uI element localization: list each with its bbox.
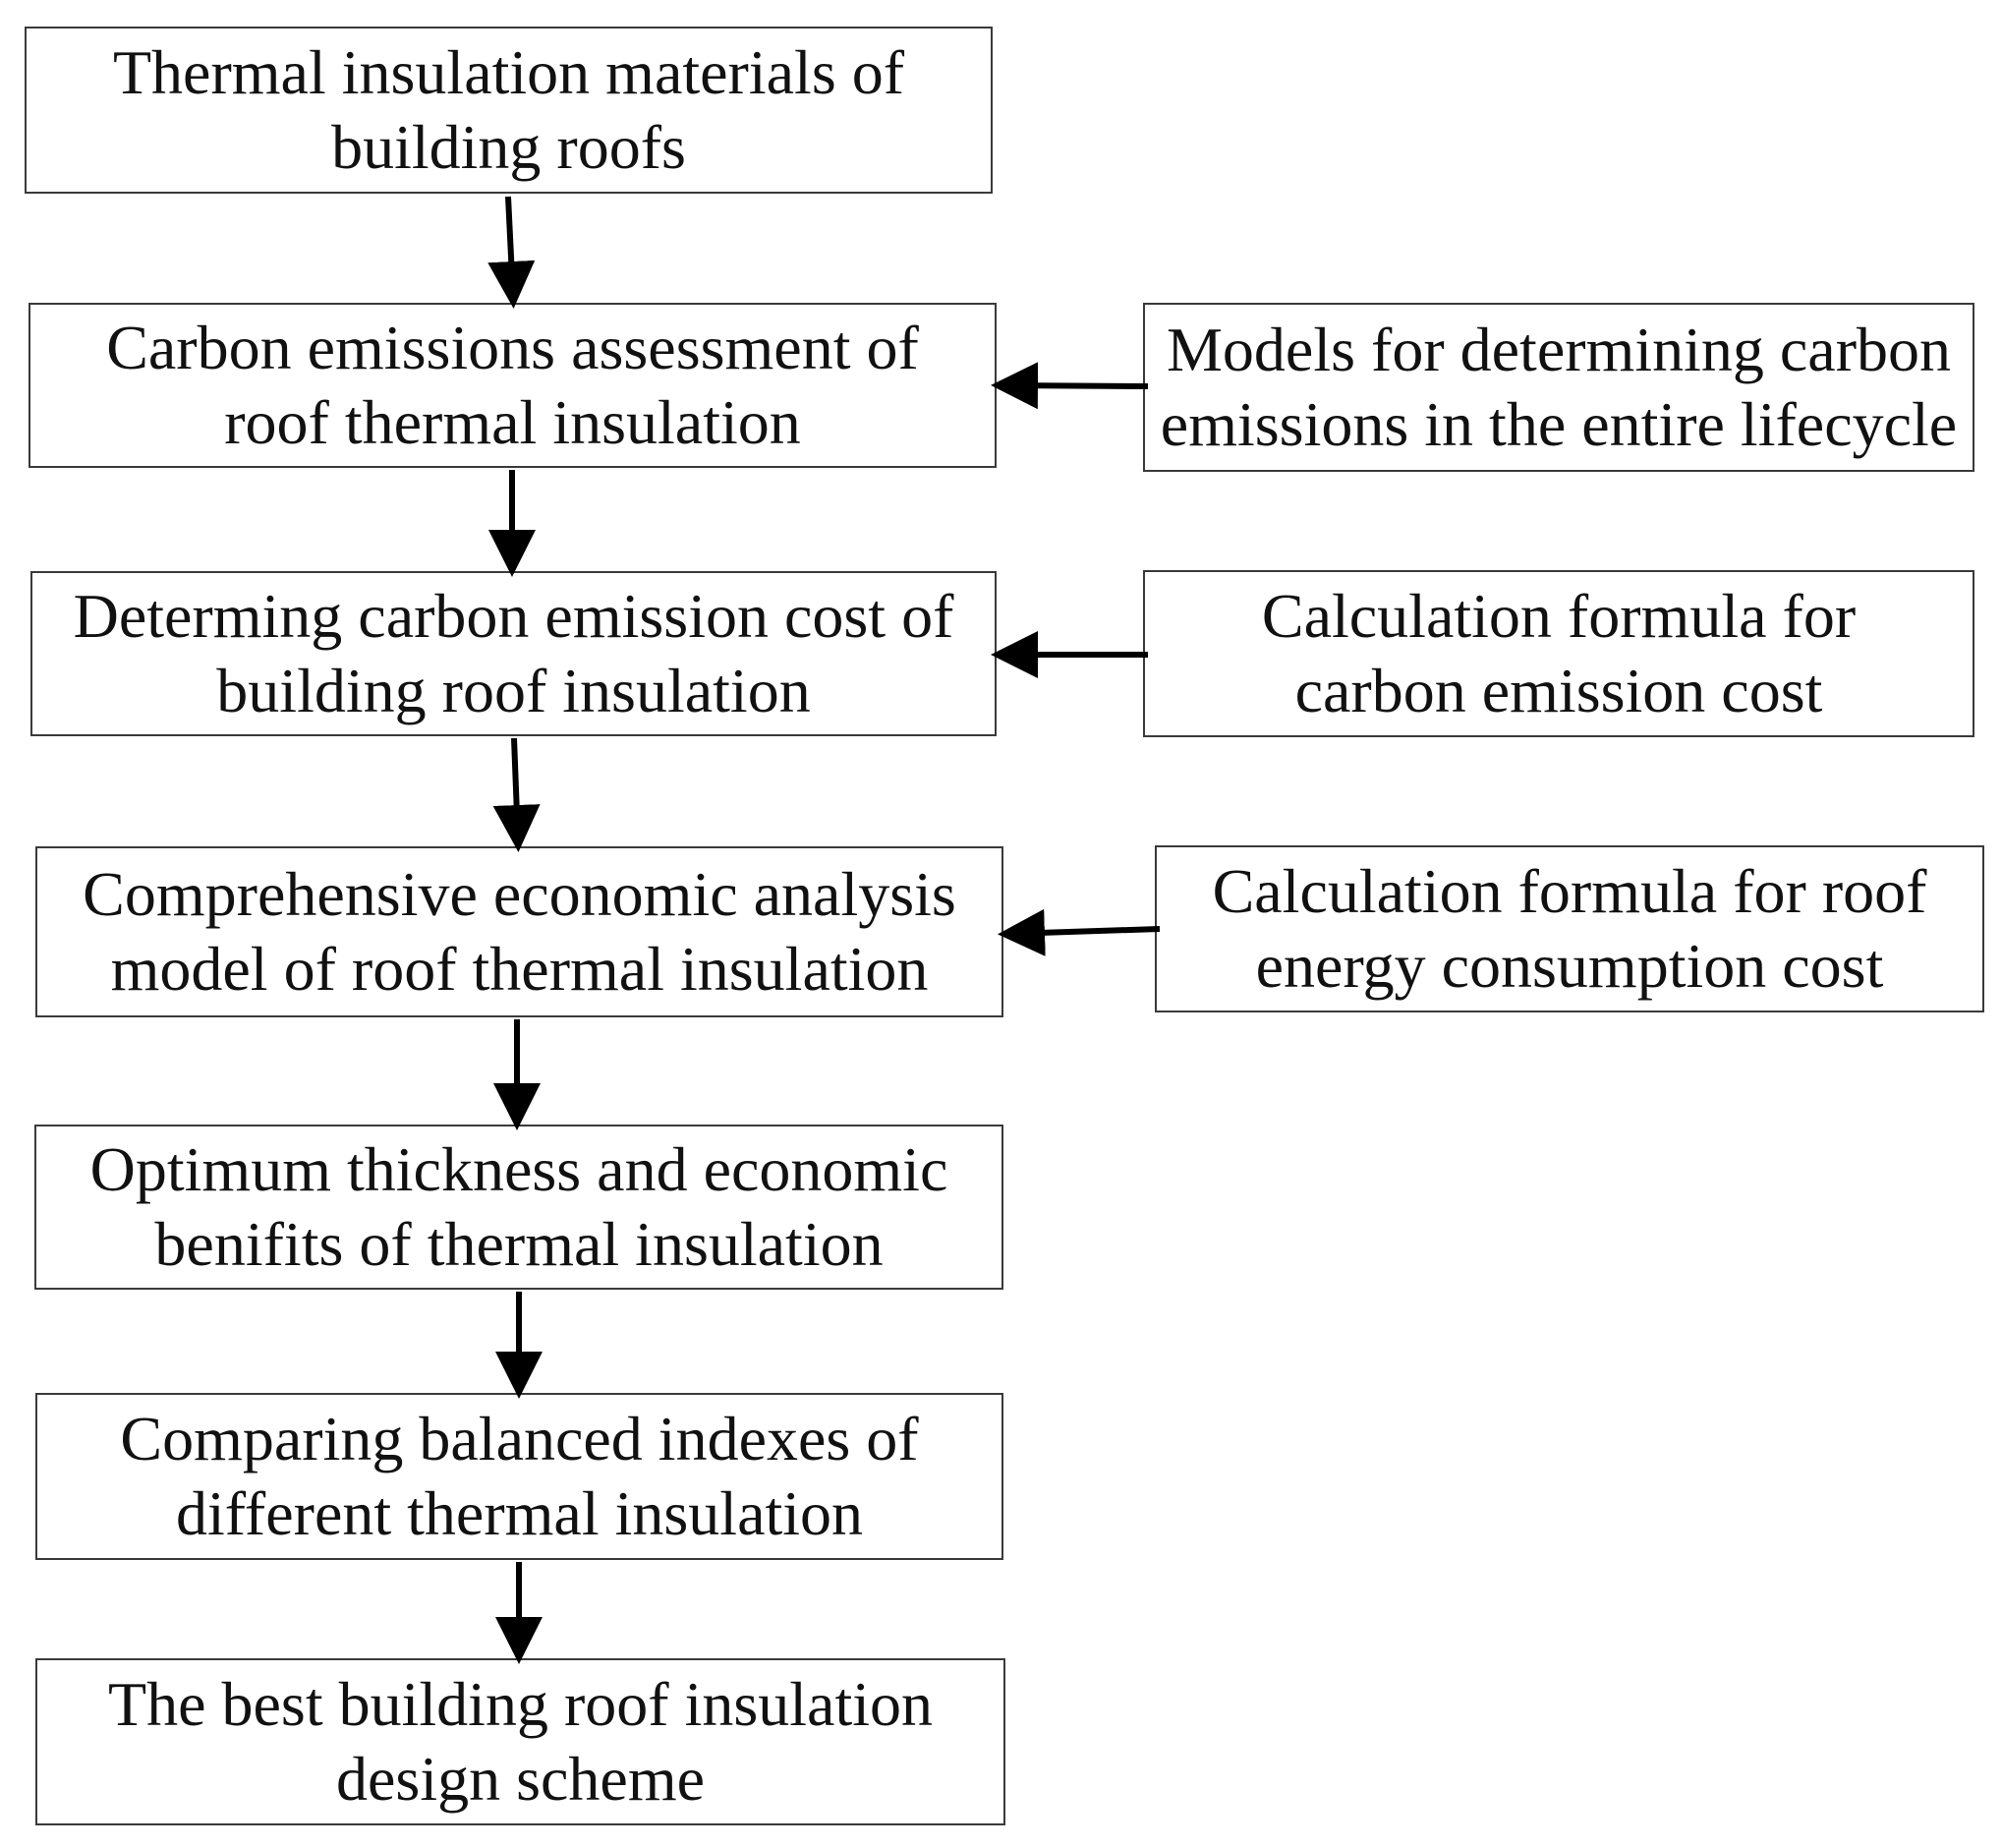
box-optimum-thickness: Optimum thickness and economic benifits … [34, 1125, 1003, 1290]
box-energy-cost-formula: Calculation formula for roof energy cons… [1155, 845, 1984, 1012]
box-best-design-scheme: The best building roof insulation design… [35, 1658, 1005, 1825]
box-carbon-emissions-assessment-text: Carbon emissions assessment of roof ther… [106, 313, 919, 457]
box-carbon-emission-cost-text: Determing carbon emission cost of buildi… [73, 581, 954, 725]
box-carbon-emission-cost: Determing carbon emission cost of buildi… [30, 571, 997, 736]
box-economic-analysis-model: Comprehensive economic analysis model of… [35, 846, 1003, 1017]
box-insulation-materials-text: Thermal insulation materials of building… [112, 37, 905, 182]
box-lifecycle-carbon-models-text: Models for determining carbon emissions … [1160, 315, 1958, 459]
box-best-design-scheme-text: The best building roof insulation design… [108, 1669, 933, 1814]
box-insulation-materials: Thermal insulation materials of building… [25, 27, 993, 194]
box-comparing-balanced-indexes: Comparing balanced indexes of different … [35, 1393, 1003, 1560]
arrow-models-to-assessment [991, 362, 1149, 410]
box-lifecycle-carbon-models: Models for determining carbon emissions … [1143, 303, 1974, 472]
box-carbon-cost-formula: Calculation formula for carbon emission … [1143, 570, 1974, 737]
arrow-cost-to-analysis [492, 737, 541, 852]
box-carbon-cost-formula-text: Calculation formula for carbon emission … [1261, 581, 1857, 725]
box-comparing-balanced-indexes-text: Comparing balanced indexes of different … [120, 1404, 919, 1548]
box-optimum-thickness-text: Optimum thickness and economic benifits … [89, 1134, 948, 1279]
arrow-energy-formula-to-analysis [998, 908, 1161, 956]
box-economic-analysis-model-text: Comprehensive economic analysis model of… [83, 859, 956, 1004]
box-energy-cost-formula-text: Calculation formula for roof energy cons… [1212, 856, 1927, 1001]
arrow-materials-to-assessment [487, 196, 536, 309]
box-carbon-emissions-assessment: Carbon emissions assessment of roof ther… [29, 303, 997, 468]
